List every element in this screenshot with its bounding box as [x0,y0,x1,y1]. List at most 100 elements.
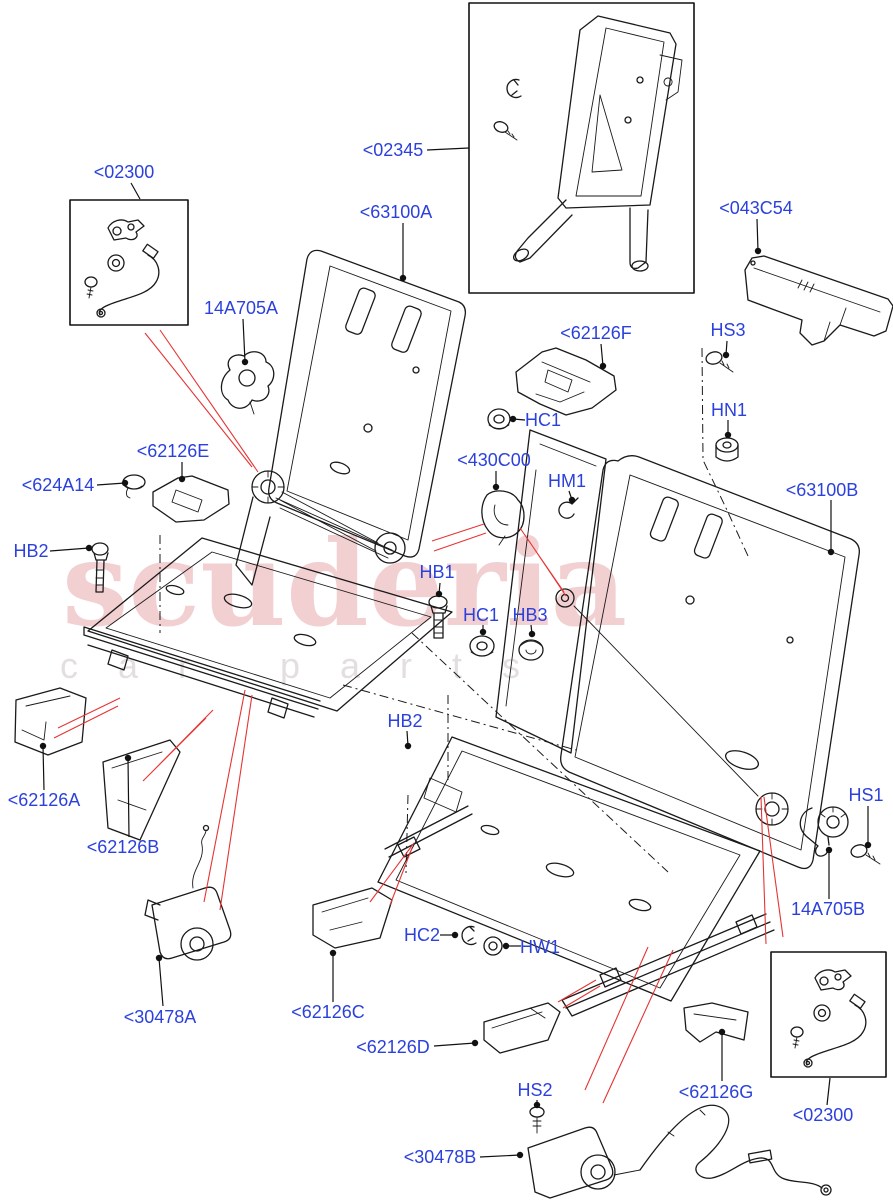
leader-dot-30478a [155,954,163,962]
leader-dot-hs3 [722,351,730,359]
part-label-62126a[interactable]: <62126A [8,790,81,810]
part-label-hc1-top[interactable]: HC1 [525,410,561,430]
part-hs1-screw [850,844,881,865]
part-label-62126g[interactable]: <62126G [679,1082,754,1102]
part-label-62126c[interactable]: <62126C [291,1002,365,1022]
leader-dot-043c54 [754,247,762,255]
right-backrest-frame [495,429,860,870]
diagram-artwork [14,2,893,1199]
part-label-14a705a[interactable]: 14A705A [204,298,278,318]
leader-line-62126f [600,343,604,367]
leader-line-02300-bottom [826,1077,831,1106]
left-seat-base [83,537,453,719]
leader-dot-hs2 [533,1101,541,1109]
leader-dot-63100b [827,548,835,556]
leader-dot-hm1 [568,496,576,504]
leader-line-02300-top [130,182,141,200]
part-14a705b-clamp [799,806,849,857]
part-label-430c00[interactable]: <430C00 [457,450,531,470]
red-pointer-lines [53,329,784,1104]
part-label-02345[interactable]: <02345 [363,140,424,160]
part-label-02300-bottom[interactable]: <02300 [793,1105,854,1125]
leader-dot-hb2-center [404,742,412,750]
leader-dot-62126g [718,1028,726,1036]
labels-layer: <02300 <02345 <63100A <043C54 14A705A <62126F… [8,140,884,1167]
part-label-30478b[interactable]: <30478B [404,1147,477,1167]
leader-dot-62126b [124,754,132,762]
leader-dot-14a705b [825,846,833,854]
leader-line-02345 [426,147,470,151]
leader-line-hb2-left [49,547,90,552]
leader-dot-hb1 [435,590,443,598]
inset-box-02300-bottom [770,951,887,1078]
part-label-62126f[interactable]: <62126F [560,323,632,343]
part-label-hn1[interactable]: HN1 [711,400,747,420]
part-hs2-screw [529,1106,545,1134]
part-043c54-trim [744,255,893,346]
leader-line-62126a [42,745,45,791]
part-label-624a14[interactable]: <624A14 [22,475,95,495]
leader-dot-hs1 [864,841,872,849]
leader-dot-62126d [471,1039,479,1047]
leader-line-62126d [433,1042,476,1047]
part-label-63100a[interactable]: <63100A [360,202,433,222]
part-label-hc1-mid[interactable]: HC1 [463,605,499,625]
leader-line-043c54 [756,218,759,252]
leader-dot-30478b [516,1151,524,1159]
part-30478b-motor [527,1104,832,1199]
part-hw1-washer [483,936,503,956]
part-62126c-cover [312,887,393,949]
leader-dot-hc1-top [509,415,517,423]
part-label-hb2-left[interactable]: HB2 [13,541,48,561]
leader-dot-hw1 [502,942,510,950]
part-label-02300-top[interactable]: <02300 [94,162,155,182]
part-label-hs2[interactable]: HS2 [517,1080,552,1100]
watermark: scuderia car parts [60,514,627,686]
part-label-hw1[interactable]: HW1 [520,937,560,957]
part-hc1-mid-grommet [469,635,495,657]
part-label-043c54[interactable]: <043C54 [719,198,793,218]
leader-dot-63100a [399,274,407,282]
part-62126b-cover [102,739,181,841]
leader-dot-hb3 [528,630,536,638]
leader-dot-hc2 [451,931,459,939]
leader-dot-430c00 [492,483,500,491]
part-label-hs1[interactable]: HS1 [848,785,883,805]
part-hn1-nut [715,437,739,462]
part-label-hb3[interactable]: HB3 [512,605,547,625]
leader-line-624a14 [96,482,126,486]
leader-line-30478a [158,957,164,1007]
part-62126a-cover [14,687,87,756]
leader-dot-hb2-left [85,544,93,552]
leader-dot-14a705a [241,358,249,366]
leader-line-14a705a [242,318,246,363]
part-label-14a705b[interactable]: 14A705B [791,899,865,919]
part-label-hs3[interactable]: HS3 [710,320,745,340]
part-hs3-screw [705,351,734,373]
part-label-62126b[interactable]: <62126B [87,837,160,857]
left-backrest-frame [235,249,467,586]
part-label-hb2-center[interactable]: HB2 [387,711,422,731]
leader-dot-62126e [178,475,186,483]
leader-line-30478b [479,1154,521,1158]
part-label-62126e[interactable]: <62126E [137,441,210,461]
leader-dot-hc1-mid [479,628,487,636]
leader-dot-62126c [329,949,337,957]
part-62126f-cover [515,347,617,416]
part-62126d-cover [483,1002,561,1054]
part-label-62126d[interactable]: <62126D [356,1037,430,1057]
part-label-30478a[interactable]: <30478A [124,1007,197,1027]
part-label-hm1[interactable]: HM1 [548,471,586,491]
part-14a705a-clamp [220,351,275,415]
part-624a14-plug [122,474,146,499]
part-hc1-top-grommet [487,408,511,430]
part-label-hc2[interactable]: HC2 [404,925,440,945]
leader-dot-hn1 [724,431,732,439]
part-label-hb1[interactable]: HB1 [419,562,454,582]
part-label-63100b[interactable]: <63100B [786,480,859,500]
inset-box-02300-top [69,199,189,326]
leader-dot-62126f [599,362,607,370]
inset-box-02345 [468,2,695,294]
